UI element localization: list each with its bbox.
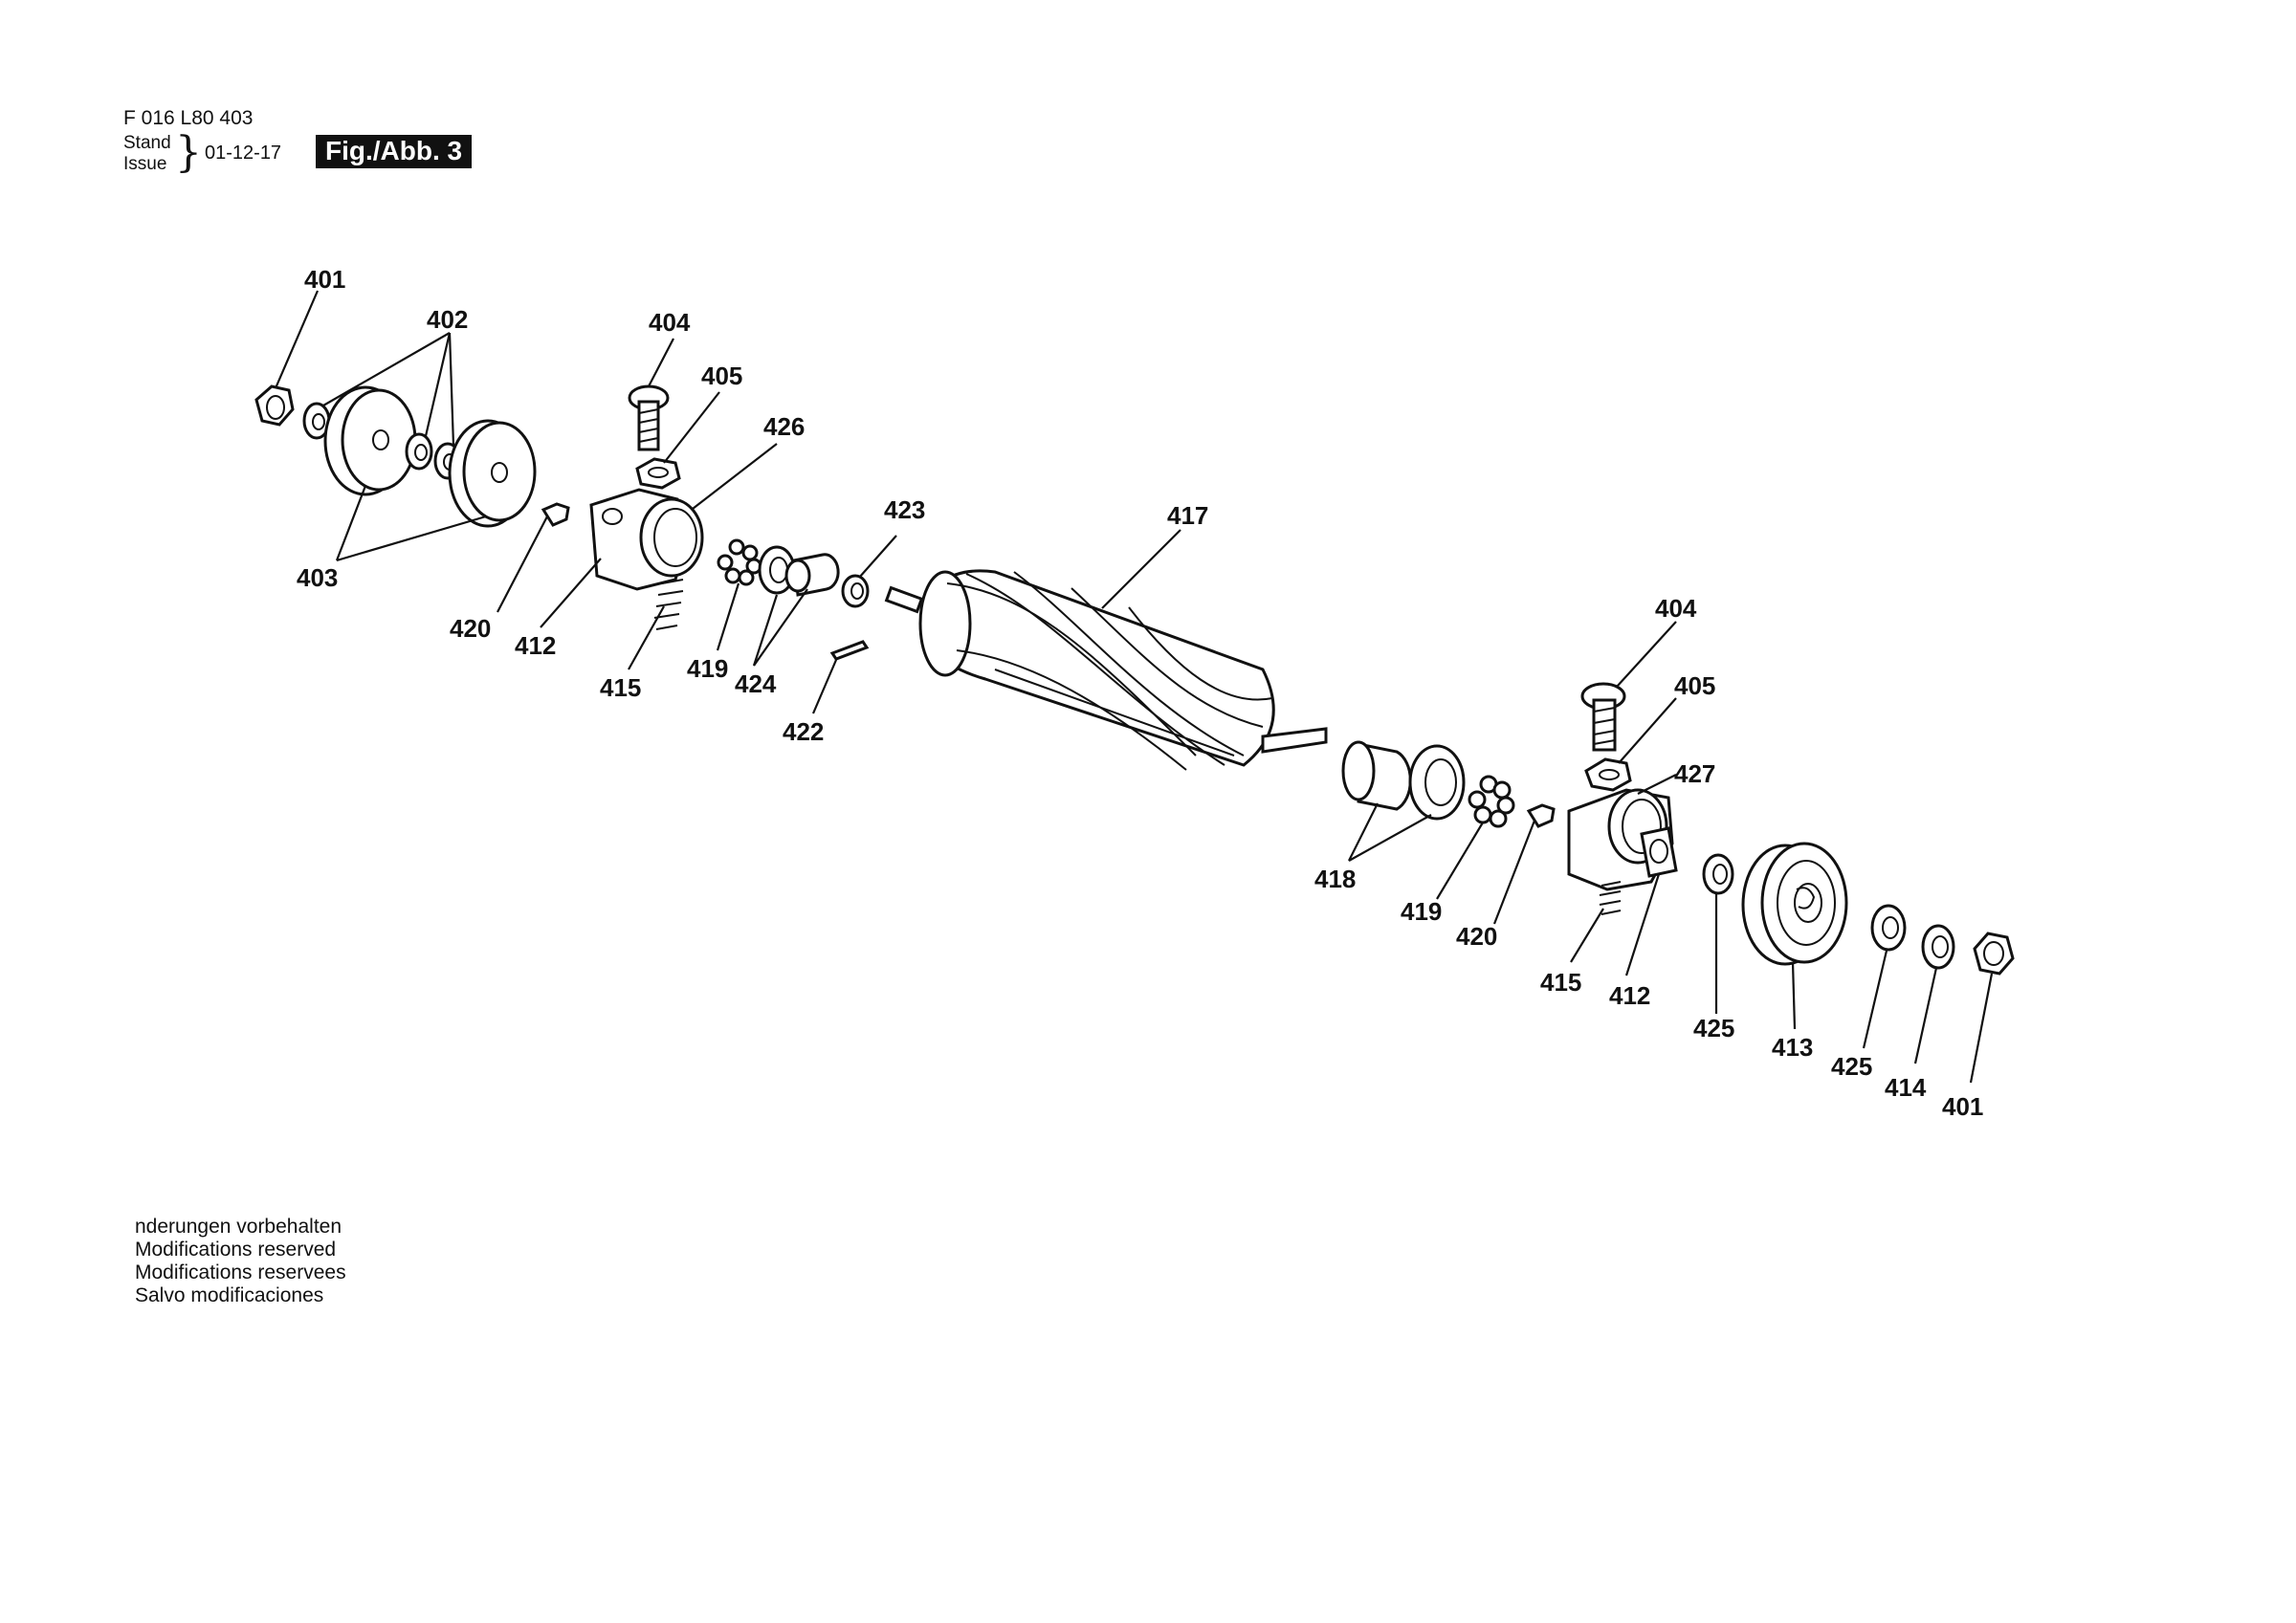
callout-402: 402 bbox=[427, 305, 468, 334]
callout-401-left: 401 bbox=[304, 265, 345, 294]
callout-412-left: 412 bbox=[515, 631, 556, 660]
callout-401-right: 401 bbox=[1942, 1092, 1983, 1121]
footer-line-en: Modifications reserved bbox=[135, 1239, 337, 1261]
brace-glyph: } bbox=[175, 128, 202, 177]
callout-419-right: 419 bbox=[1401, 897, 1442, 926]
callout-417: 417 bbox=[1167, 501, 1208, 530]
spring-415-left bbox=[653, 579, 684, 630]
callout-420-left: 420 bbox=[450, 614, 491, 643]
stand-label: Stand bbox=[123, 133, 171, 153]
plate-427 bbox=[1640, 826, 1678, 878]
ball-cage-419-left bbox=[717, 538, 762, 586]
nut-405-right bbox=[1584, 757, 1632, 792]
footer-line-fr: Modifications reservees bbox=[135, 1261, 346, 1283]
callout-405-left: 405 bbox=[701, 362, 742, 390]
bushing-424-b bbox=[784, 553, 840, 597]
callout-418: 418 bbox=[1314, 865, 1356, 893]
washer-425-b bbox=[1870, 904, 1907, 952]
bushing-418-a bbox=[1341, 740, 1412, 811]
callout-419-left: 419 bbox=[687, 654, 728, 683]
callout-424: 424 bbox=[735, 669, 777, 698]
callout-427: 427 bbox=[1674, 759, 1715, 788]
washer-425-a bbox=[1702, 853, 1734, 895]
bearing-418-b bbox=[1408, 744, 1466, 821]
footer-line-es: Salvo modificaciones bbox=[135, 1284, 324, 1306]
callout-404-right: 404 bbox=[1655, 594, 1697, 623]
footer-line-de: nderungen vorbehalten bbox=[135, 1216, 342, 1238]
ring-423 bbox=[841, 574, 870, 608]
figure-badge: Fig./Abb. 3 bbox=[316, 135, 473, 168]
nut-401-right bbox=[1973, 932, 2015, 976]
document-number: F 016 L80 403 bbox=[123, 107, 254, 129]
pulley-413 bbox=[1741, 842, 1848, 966]
issue-label: Issue bbox=[123, 154, 167, 174]
washer-414 bbox=[1921, 924, 1955, 970]
callout-425-b: 425 bbox=[1831, 1052, 1872, 1081]
callout-415-right: 415 bbox=[1540, 968, 1581, 997]
issue-date: 01-12-17 bbox=[205, 143, 282, 164]
nut-401-left bbox=[254, 384, 295, 427]
callout-405-right: 405 bbox=[1674, 671, 1715, 700]
callout-labels: 401 402 403 404 405 426 423 417 420 412 … bbox=[297, 265, 1983, 1121]
washer-402-b bbox=[405, 432, 433, 471]
callout-420-right: 420 bbox=[1456, 922, 1497, 951]
key-422 bbox=[829, 640, 870, 661]
callout-413: 413 bbox=[1772, 1033, 1813, 1062]
grease-nipple-420-right bbox=[1526, 803, 1556, 828]
leader-lines bbox=[274, 290, 1994, 1084]
disc-403-a bbox=[323, 385, 417, 496]
bearing-housing-412-left bbox=[589, 488, 704, 591]
callout-414: 414 bbox=[1885, 1073, 1927, 1102]
callout-403: 403 bbox=[297, 563, 338, 592]
grease-nipple-420-left bbox=[541, 502, 570, 527]
callout-423: 423 bbox=[884, 495, 925, 524]
callout-426: 426 bbox=[763, 412, 805, 441]
bolt-404-left bbox=[628, 384, 670, 451]
callout-422: 422 bbox=[783, 717, 824, 746]
callout-415-left: 415 bbox=[600, 673, 641, 702]
callout-404-left: 404 bbox=[649, 308, 691, 337]
nut-405-left bbox=[635, 457, 681, 490]
disc-403-b bbox=[448, 419, 537, 528]
cutting-cylinder-417 bbox=[884, 569, 1328, 771]
ball-cage-419-right bbox=[1468, 775, 1515, 828]
bolt-404-right bbox=[1580, 682, 1626, 752]
callout-425-a: 425 bbox=[1693, 1014, 1734, 1042]
spring-415-right bbox=[1599, 881, 1622, 915]
callout-412-right: 412 bbox=[1609, 981, 1650, 1010]
